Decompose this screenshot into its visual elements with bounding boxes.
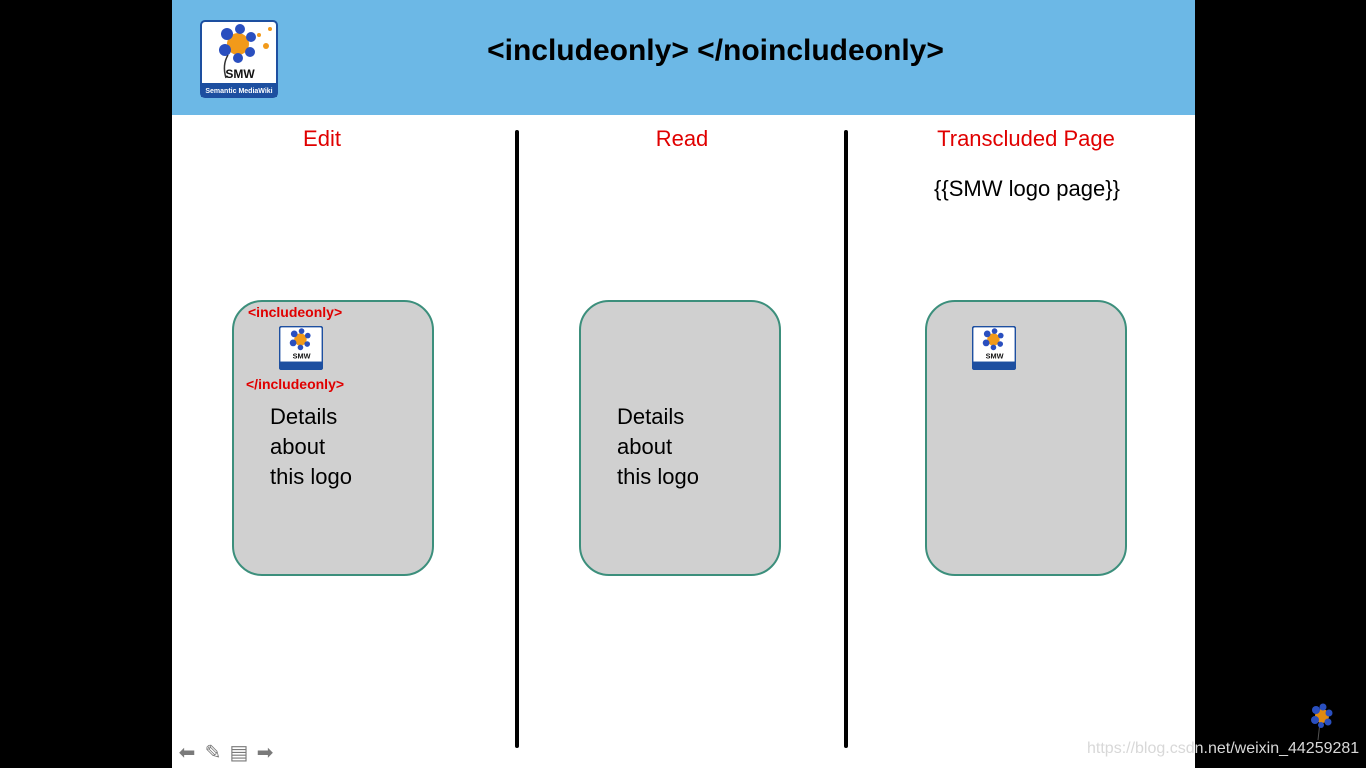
svg-text:Semantic MediaWiki: Semantic MediaWiki (205, 88, 272, 95)
arrow-right-icon[interactable]: ➡ (256, 742, 274, 764)
arrow-left-icon[interactable]: ⬅ (178, 742, 196, 764)
details-line: about (270, 434, 326, 459)
slide-header: SMW Semantic MediaWiki <includeonly> </n… (172, 0, 1195, 115)
transcluded-page-box: SMW (925, 300, 1127, 576)
smw-flower-icon (1311, 703, 1333, 740)
details-text: Details about this logo (617, 402, 699, 492)
details-line: Details (617, 404, 685, 429)
column-divider (844, 130, 848, 748)
details-text: Details about this logo (270, 402, 352, 492)
svg-text:SMW: SMW (225, 67, 255, 81)
watermark: https://blog.csdn.net/weixin_44259281 (1087, 740, 1360, 757)
pencil-icon[interactable]: ✎ (204, 742, 222, 764)
slide: SMW Semantic MediaWiki <includeonly> </n… (172, 0, 1195, 768)
includeonly-open-tag: <includeonly> (248, 304, 343, 320)
slide-navigation: ⬅ ✎ ▤ ➡ (176, 742, 276, 764)
details-line: Details (270, 404, 338, 429)
slide-title: <includeonly> </noincludeonly> (487, 34, 944, 67)
column-title-read: Read (655, 126, 709, 151)
transclusion-code: {{SMW logo page}} (934, 176, 1120, 201)
edit-page-box: <includeonly> SMW </includeonly> Details… (232, 300, 434, 576)
column-title-edit: Edit (303, 126, 341, 151)
includeonly-close-tag: </includeonly> (246, 376, 345, 392)
read-page-box: Details about this logo (579, 300, 781, 576)
details-line: about (617, 434, 673, 459)
smw-logo: SMW Semantic MediaWiki (200, 20, 278, 98)
column-title-transcluded: Transcluded Page (937, 126, 1115, 151)
smw-logo-small: SMW (279, 326, 323, 370)
svg-text:SMW: SMW (986, 352, 1004, 361)
notes-icon[interactable]: ▤ (229, 742, 249, 764)
smw-logo-small: SMW (972, 326, 1016, 370)
svg-text:SMW: SMW (293, 352, 311, 361)
column-divider (515, 130, 519, 748)
details-line: this logo (617, 464, 699, 489)
details-line: this logo (270, 464, 352, 489)
